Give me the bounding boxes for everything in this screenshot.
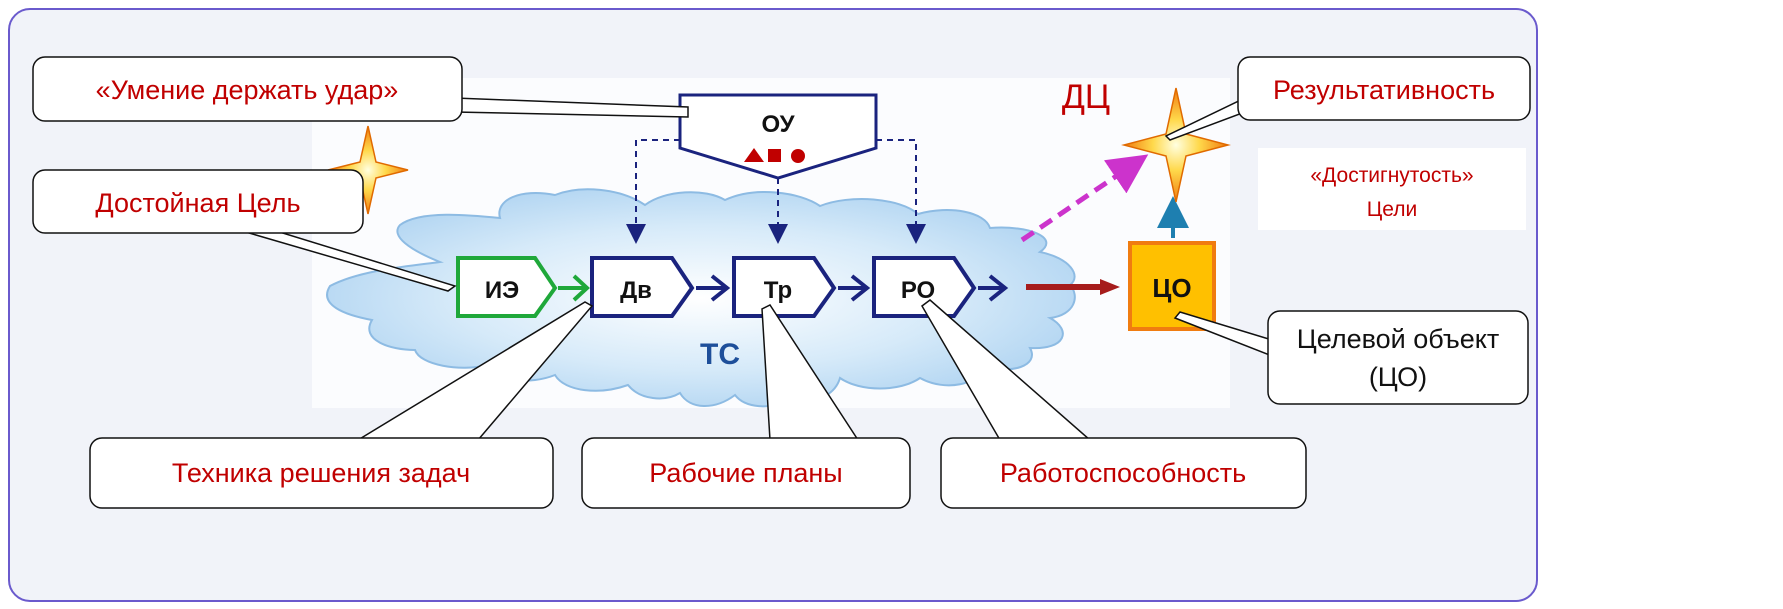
green-chevron-arrow: [558, 274, 590, 302]
circle-shape-icon: [791, 149, 805, 163]
ou-label: ОУ: [762, 111, 796, 138]
dv-label: Дв: [620, 277, 652, 304]
chain-arrows: [558, 274, 1009, 302]
navy-chevron-arrow-2: [838, 274, 871, 302]
svg-text:«Умение держать удар»: «Умение держать удар»: [96, 75, 399, 105]
magenta-dashed-arrow: [1020, 154, 1149, 243]
callout-performance: Работоспособность: [940, 437, 1307, 509]
callout-target-object: Целевой объект (ЦО): [1267, 310, 1529, 405]
tr-label: Тр: [764, 277, 792, 304]
svg-text:Техника решения задач: Техника решения задач: [172, 458, 470, 488]
callout-work-plans: Рабочие планы: [581, 437, 911, 509]
svg-text:Результативность: Результативность: [1273, 75, 1495, 105]
ie-node: [456, 256, 558, 318]
tr-node: [732, 256, 837, 318]
co-label: ЦО: [1152, 273, 1191, 303]
ou-dashed-arrows: [626, 139, 926, 244]
square-shape-icon: [768, 149, 781, 162]
callout-resilience: «Умение держать удар»: [32, 56, 463, 122]
svg-text:Рабочие планы: Рабочие планы: [649, 458, 842, 488]
co-node: [1128, 241, 1216, 331]
svg-text:Целевой объект: Целевой объект: [1297, 324, 1499, 354]
svg-text:Работоспособность: Работоспособность: [1000, 458, 1246, 488]
achievement-box: [1258, 148, 1526, 230]
worthy-goal-star-icon: [327, 125, 409, 215]
ie-label: ИЭ: [485, 277, 519, 304]
achievement-line1: «Достигнутость»: [1310, 164, 1473, 187]
callout-technique: Техника решения задач: [89, 437, 554, 509]
callout-worthy-goal: Достойная Цель: [32, 169, 364, 234]
goal-star-icon: [1121, 87, 1231, 203]
triangle-shape-icon: [744, 148, 764, 162]
achievement-line2: Цели: [1367, 198, 1418, 221]
red-output-arrowhead: [1100, 279, 1120, 295]
ro-node: [872, 256, 977, 318]
svg-text:(ЦО): (ЦО): [1369, 362, 1427, 392]
callout-effectiveness: Результативность: [1237, 56, 1531, 121]
navy-chevron-arrow-3: [978, 274, 1009, 302]
dc-label: ДЦ: [1062, 78, 1110, 116]
ts-label: ТС: [700, 338, 740, 371]
navy-chevron-arrow-1: [696, 274, 731, 302]
svg-text:Достойная Цель: Достойная Цель: [95, 188, 300, 218]
